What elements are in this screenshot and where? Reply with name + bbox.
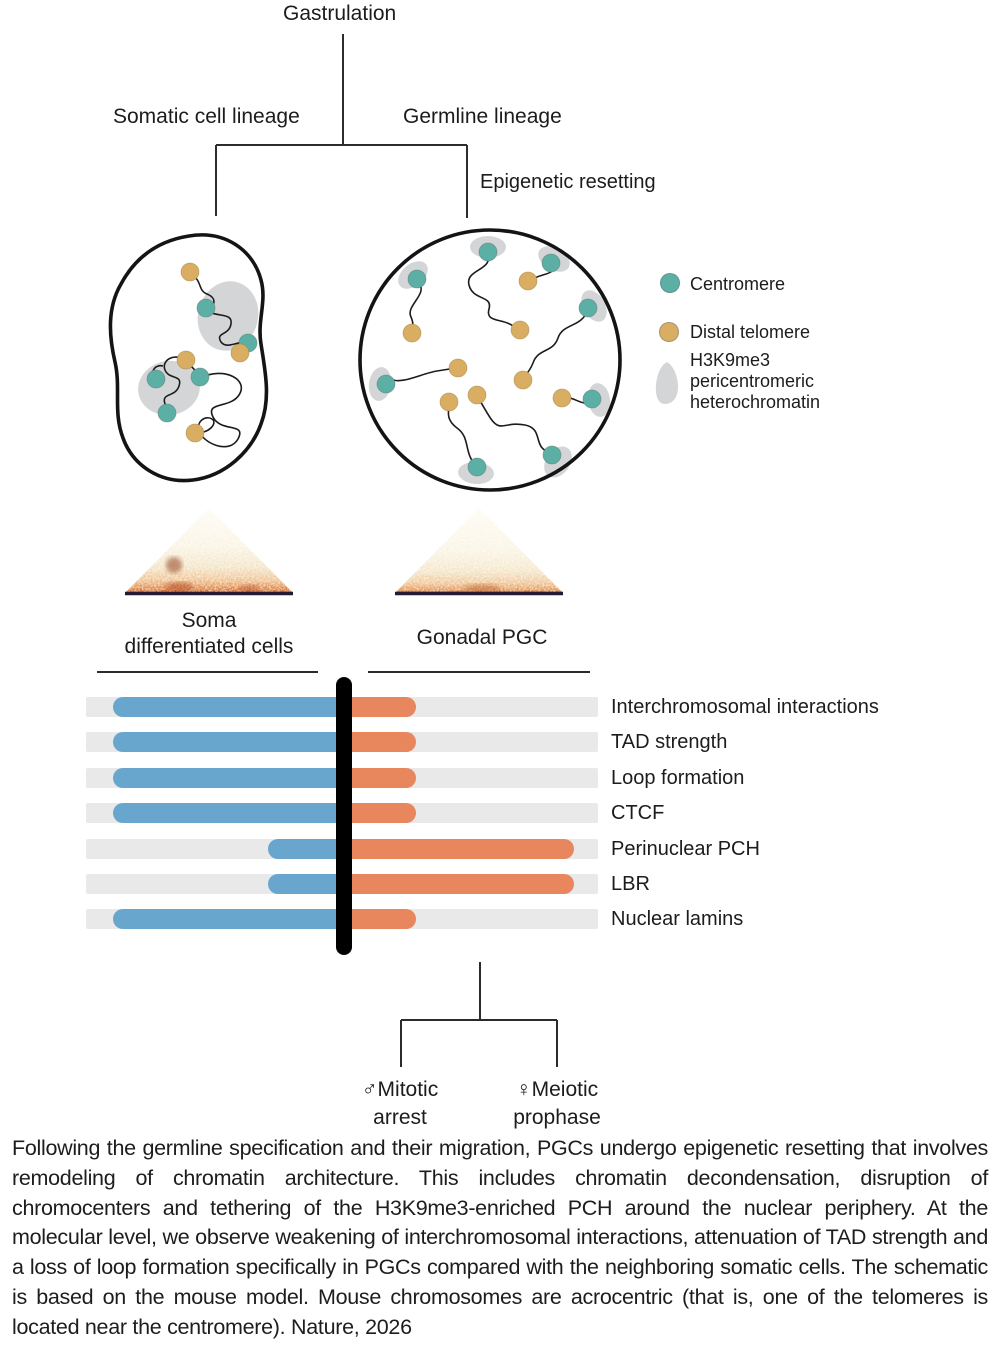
epigenetic-resetting-label: Epigenetic resetting	[480, 171, 656, 193]
telomere-dots	[402, 271, 572, 412]
germline-lineage-label: Germline lineage	[403, 105, 562, 128]
pgc-hic-heatmap	[395, 508, 563, 596]
soma-bar	[113, 803, 350, 823]
pgc-column-label: Gonadal PGC	[416, 626, 548, 649]
gastrulation-label: Gastrulation	[283, 2, 397, 25]
comparison-row-label: Loop formation	[611, 767, 745, 789]
comparison-row-label: Nuclear lamins	[611, 908, 744, 930]
comparison-row-label: LBR	[611, 873, 650, 895]
soma-bar	[113, 732, 350, 752]
somatic-lineage-label: Somatic cell lineage	[113, 105, 300, 128]
telomere-swatch	[659, 322, 683, 342]
legend-telomere-label: Distal telomere	[690, 322, 811, 342]
telomere-dots	[176, 262, 250, 443]
somatic-cell-illustration	[108, 233, 269, 483]
figure-caption: Following the germline specification and…	[12, 1136, 988, 1339]
outcome-bracket-lines	[400, 962, 558, 1067]
heterochromatin-swatch	[655, 362, 678, 404]
legend-heterochromatin-label: H3K9me3 pericentromeric heterochromatin	[690, 350, 821, 412]
peripheral-heterochromatin-blobs	[368, 236, 611, 485]
comparison-row-label: Interchromosomal interactions	[611, 696, 879, 718]
female-outcome-label: ♀Meiotic prophase	[513, 1078, 601, 1129]
soma-hic-heatmap	[125, 508, 293, 596]
heterochromatin-blob-icon	[655, 362, 678, 404]
pgc-group-rule	[368, 671, 590, 673]
lineage-tree-lines	[215, 34, 468, 218]
soma-bar	[113, 768, 350, 788]
pgc-cell-membrane	[358, 228, 622, 492]
soma-pgc-divider	[336, 677, 352, 955]
soma-group-rule	[97, 671, 318, 673]
comparison-row-label: CTCF	[611, 802, 665, 824]
pgc-bar	[338, 839, 574, 859]
centromere-swatch	[660, 273, 684, 293]
legend-centromere-label: Centromere	[690, 274, 786, 294]
centromere-dots	[376, 242, 602, 477]
male-outcome-label: ♂Mitotic arrest	[361, 1078, 439, 1129]
centromere-icon	[660, 273, 680, 293]
soma-bar	[113, 909, 350, 929]
distal-telomere-icon	[659, 322, 679, 342]
pgc-cell-illustration	[358, 228, 622, 492]
comparison-row-label: Perinuclear PCH	[611, 838, 760, 860]
pgc-bar	[338, 874, 574, 894]
soma-bar	[113, 697, 350, 717]
soma-column-label: Soma differentiated cells	[124, 609, 294, 658]
comparison-row-label: TAD strength	[611, 731, 728, 753]
